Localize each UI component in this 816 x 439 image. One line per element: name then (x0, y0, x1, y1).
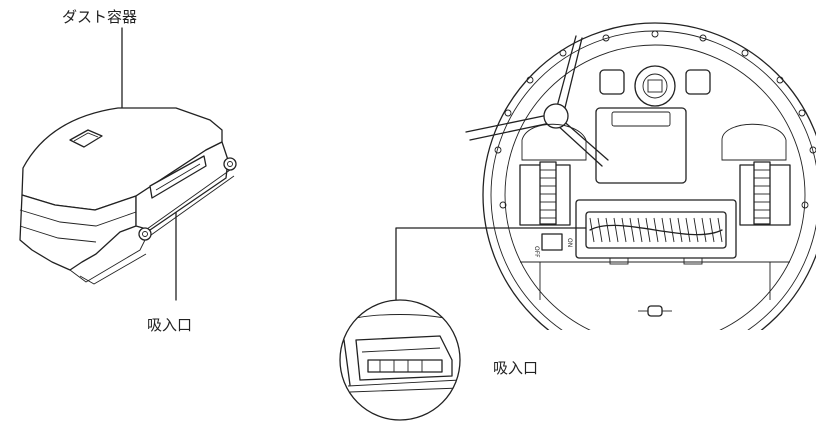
left-wheel (539, 161, 557, 225)
roller-right (223, 157, 237, 171)
container-band-2 (19, 225, 97, 243)
dust-container-label: ダスト容器 (62, 8, 138, 26)
switch-on-label: ON (566, 238, 573, 247)
inlet-label-right: 吸入口 (493, 359, 539, 377)
front-caster (634, 65, 676, 107)
right-wheel (753, 161, 771, 225)
battery-cover (595, 107, 687, 184)
zoom-detail-content (340, 314, 460, 393)
container-band-1 (19, 209, 137, 227)
inlet-leader-right (395, 227, 587, 309)
switch-off-label: OFF (533, 246, 540, 258)
container-side-face (19, 194, 137, 271)
rim-screws (494, 30, 816, 209)
main-brush-bristles (589, 217, 723, 243)
roller-left (138, 227, 152, 241)
dust-container-illustration (19, 27, 237, 301)
rear-caster (647, 305, 663, 317)
robot-underside-illustration: OFF ON (339, 22, 816, 421)
container-rail (139, 169, 231, 235)
inlet-label-left: 吸入口 (147, 316, 193, 334)
front-left-bump (599, 69, 625, 95)
front-right-bump (685, 69, 711, 95)
container-handle (69, 129, 103, 148)
power-switch (541, 233, 563, 251)
